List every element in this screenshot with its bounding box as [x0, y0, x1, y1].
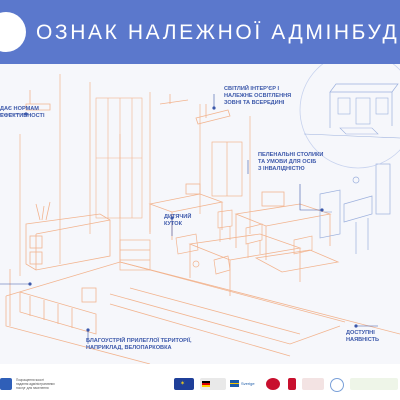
office-illustration: ДАЄ НОРМАМ ЕФЕКТИВНОСТІ СВІТЛИЙ ІНТЕР'ЄР… — [0, 64, 400, 364]
callout-dots — [24, 106, 358, 332]
partner-logo-strip: Покращення якості надання адміністративн… — [0, 364, 400, 400]
wall-lines — [19, 74, 251, 276]
callout-kids-corner: ДИТЯЧИЙ КУТОК — [164, 214, 191, 228]
callout-light-line2: НАЛЕЖНЕ ОСВІТЛЕННЯ — [224, 93, 292, 100]
callout-accessibility: ДОСТУПНІ НАЯВНІСТЬ — [346, 330, 379, 344]
callout-norms-line1: ДАЄ НОРМАМ — [0, 106, 39, 112]
ceiling-lamps — [25, 90, 231, 125]
eu-flag-logo: ✶ — [174, 378, 194, 390]
sweden-logo: Sverige — [230, 378, 260, 390]
callout-changing-line2: ТА УМОВИ ДЛЯ ОСІБ — [258, 159, 317, 166]
digital-ministry-logo — [350, 378, 398, 390]
callout-changing-tables: ПЕЛЕНАЛЬНІ СТОЛИКИ ТА УМОВИ ДЛЯ ОСІБ З І… — [258, 152, 323, 174]
callout-outdoor: БЛАГОУСТРІЙ ПРИЛЕГЛОЇ ТЕРИТОРІЇ, НАПРИКЛ… — [86, 338, 192, 352]
callout-outdoor-line1: БЛАГОУСТРІЙ ПРИЛЕГЛОЇ ТЕРИТОРІЇ, — [86, 338, 192, 344]
project-caption-line3: послуг для населення — [16, 386, 49, 390]
kids-corner — [119, 233, 200, 271]
reception-counter — [25, 201, 111, 271]
desks — [148, 183, 340, 296]
callout-access-line2: НАЯВНІСТЬ — [346, 337, 380, 344]
changing-table-area — [319, 163, 391, 254]
round-partner-logo — [330, 378, 344, 392]
german-cooperation-logo — [200, 378, 226, 390]
sweden-label: Sverige — [241, 381, 255, 386]
callout-norms: ДАЄ НОРМАМ ЕФЕКТИВНОСТІ — [0, 106, 45, 120]
callout-norms-line2: ЕФЕКТИВНОСТІ — [0, 113, 45, 120]
wall-cabinet — [211, 141, 243, 197]
german-flag-icon — [202, 381, 210, 387]
callout-light: СВІТЛИЙ ІНТЕР'ЄР І НАЛЕЖНЕ ОСВІТЛЕННЯ ЗО… — [224, 86, 291, 108]
project-caption-line1: Покращення якості — [16, 378, 45, 382]
ministry-logo — [302, 378, 324, 390]
callout-changing-line1: ПЕЛЕНАЛЬНІ СТОЛИКИ — [258, 152, 324, 158]
banner-badge — [0, 12, 26, 52]
callout-outdoor-line2: НАПРИКЛАД, ВЕЛОПАРКОВКА — [86, 345, 172, 352]
swedish-flag-cross-icon — [230, 383, 239, 385]
chairs — [213, 209, 313, 275]
callout-light-line1: СВІТЛИЙ ІНТЕР'ЄР І — [224, 86, 280, 92]
eu-stars-icon: ✶ — [180, 381, 186, 387]
bike-rack — [19, 287, 97, 335]
callout-changing-line3: З ІНВАЛІДНІСТЮ — [258, 166, 305, 173]
red-circle-logo — [266, 378, 280, 390]
project-caption: Покращення якості надання адміністративн… — [16, 378, 55, 390]
floor-outline — [5, 261, 400, 364]
callout-access-line1: ДОСТУПНІ — [346, 330, 375, 336]
building-inset — [299, 64, 400, 169]
page-title: ОЗНАК НАЛЕЖНОЇ АДМІНБУДІ — [36, 21, 400, 44]
project-logo — [0, 378, 12, 390]
callout-light-line3: ЗОВНІ ТА ВСЕРЕДИНІ — [224, 100, 285, 107]
callout-kids-line2: КУТОК — [164, 221, 183, 228]
leader-lines — [0, 94, 378, 344]
project-caption-line2: надання адміністративних — [16, 382, 55, 386]
left-window — [95, 97, 143, 219]
office-line-drawing — [0, 64, 400, 364]
ukraine-emblem-logo — [288, 378, 296, 390]
ramp — [109, 287, 341, 357]
callout-kids-line1: ДИТЯЧИЙ — [164, 214, 192, 220]
title-banner: ОЗНАК НАЛЕЖНОЇ АДМІНБУДІ — [0, 0, 400, 64]
